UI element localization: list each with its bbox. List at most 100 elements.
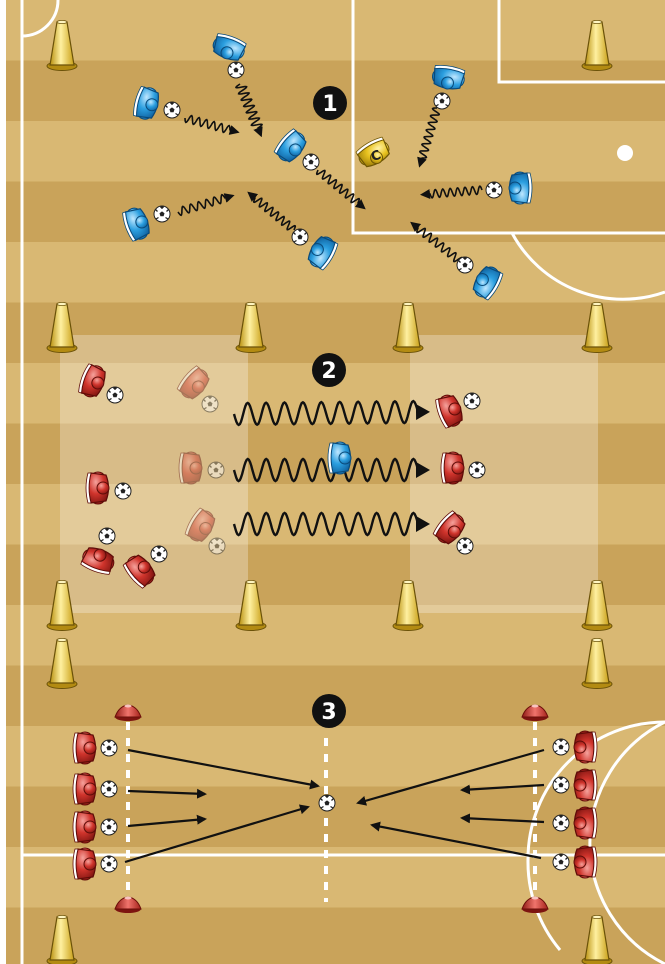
- ball-icon: [552, 814, 570, 832]
- player-icon: [472, 266, 504, 301]
- ball-icon: [150, 545, 168, 563]
- ball-icon: [100, 818, 118, 836]
- ball-icon: [463, 392, 481, 410]
- ball-icon: [208, 537, 226, 555]
- player-icon: [133, 85, 159, 120]
- player-icon: [273, 128, 307, 163]
- player-icon: [176, 365, 210, 400]
- disc-cone-icon: [114, 704, 142, 721]
- cone-icon: [46, 579, 78, 631]
- pass-arrow: [460, 813, 545, 824]
- ball-icon: [207, 461, 225, 479]
- player-icon: [72, 772, 97, 806]
- player-icon: [432, 510, 466, 545]
- penalty-spot: [617, 145, 633, 161]
- player-icon: [122, 207, 150, 242]
- ball-icon: [163, 101, 181, 119]
- player-icon: [440, 451, 465, 485]
- player-icon: [80, 547, 115, 575]
- penalty-arc: [510, 232, 665, 301]
- disc-cone-icon: [114, 896, 142, 913]
- station-number: 2: [321, 359, 336, 384]
- pitch-stripe: [0, 907, 665, 964]
- player-icon: [431, 64, 466, 90]
- ball-icon: [468, 461, 486, 479]
- player-icon: [72, 847, 97, 881]
- player-icon: [573, 730, 598, 764]
- player-icon: [85, 471, 110, 505]
- dribble-path: [315, 169, 366, 210]
- ball-icon: [433, 92, 451, 110]
- disc-cone-icon: [521, 704, 549, 721]
- ball-icon: [100, 855, 118, 873]
- station-marker: 3: [312, 694, 346, 728]
- pass-arrow: [127, 814, 207, 828]
- cone-icon: [392, 301, 424, 353]
- dribble-path: [247, 191, 297, 231]
- cone-icon: [46, 914, 78, 964]
- ball-icon: [552, 738, 570, 756]
- pass-arrow: [370, 821, 542, 860]
- cone-icon: [581, 579, 613, 631]
- penalty-box: [351, 0, 665, 235]
- dribble-path-row-2: [232, 457, 430, 483]
- station-2-end-zone: [410, 335, 598, 613]
- station-number: 3: [321, 700, 336, 725]
- ball-icon: [153, 205, 171, 223]
- ball-icon: [291, 228, 309, 246]
- pitch-stripe: [0, 302, 665, 363]
- dribble-path-row-3: [232, 511, 430, 537]
- dribble-path: [235, 83, 263, 138]
- ball-icon: [318, 794, 336, 812]
- cone-icon: [581, 19, 613, 71]
- player-icon: [327, 441, 352, 475]
- player-icon: [78, 363, 106, 398]
- station-marker: 1: [313, 86, 347, 120]
- cone-icon: [46, 19, 78, 71]
- ball-icon: [485, 181, 503, 199]
- ball-icon: [552, 853, 570, 871]
- ball-icon: [552, 776, 570, 794]
- player-icon: [355, 136, 390, 168]
- player-icon: [72, 731, 97, 765]
- cone-icon: [581, 301, 613, 353]
- dribble-path: [420, 185, 483, 199]
- pass-arrow: [356, 748, 545, 806]
- dribble-path: [184, 114, 240, 135]
- corner-arc: [21, 0, 60, 38]
- ball-icon: [302, 153, 320, 171]
- cone-icon: [581, 914, 613, 964]
- dribble-path: [177, 193, 235, 217]
- player-icon: [178, 451, 203, 485]
- station-number: 1: [322, 92, 337, 117]
- ball-icon: [201, 395, 219, 413]
- pass-arrow: [124, 804, 310, 864]
- player-icon: [573, 806, 598, 840]
- cone-icon: [235, 301, 267, 353]
- ball-icon: [456, 537, 474, 555]
- dribble-path-row-1: [232, 399, 430, 427]
- dribble-path: [410, 221, 463, 263]
- cone-icon: [235, 579, 267, 631]
- station-marker: 2: [312, 353, 346, 387]
- disc-cone-icon: [521, 896, 549, 913]
- dribble-path: [417, 107, 441, 168]
- player-icon: [573, 768, 598, 802]
- player-icon: [508, 171, 533, 205]
- pass-arrow: [127, 748, 320, 790]
- player-icon: [184, 507, 216, 542]
- cone-icon: [392, 579, 424, 631]
- ball-icon: [227, 61, 245, 79]
- page-margin: [0, 0, 6, 964]
- player-icon: [307, 236, 339, 271]
- player-icon: [72, 810, 97, 844]
- ball-icon: [98, 527, 116, 545]
- cone-icon: [46, 637, 78, 689]
- ball-icon: [106, 386, 124, 404]
- ball-icon: [100, 780, 118, 798]
- cone-icon: [46, 301, 78, 353]
- goal-area: [497, 0, 665, 84]
- ball-icon: [100, 739, 118, 757]
